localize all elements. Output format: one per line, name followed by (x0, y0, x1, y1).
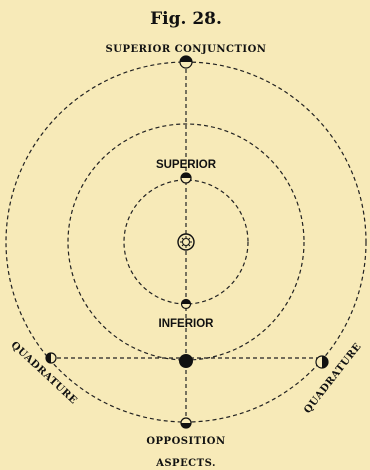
label-superior-conjunction: SUPERIOR CONJUNCTION (106, 44, 267, 55)
planet-superior (181, 173, 191, 183)
earth-icon (179, 354, 193, 368)
label-inferior: INFERIOR (159, 318, 215, 330)
label-superior: SUPERIOR (156, 159, 217, 171)
planet-superior-conjunction (180, 56, 192, 68)
figure-caption: ASPECTS. (155, 458, 216, 469)
planet-opposition (181, 418, 191, 428)
sun-icon (178, 234, 194, 250)
figure-title: Fig. 28. (150, 9, 222, 29)
label-opposition: OPPOSITION (146, 436, 225, 447)
planet-quadrature-right (316, 356, 328, 368)
label-quadrature-right: QUADRATURE (302, 341, 364, 416)
planet-quadrature-left (46, 353, 56, 363)
planet-inferior (182, 300, 191, 309)
label-quadrature-left: QUADRATURE (8, 340, 79, 407)
